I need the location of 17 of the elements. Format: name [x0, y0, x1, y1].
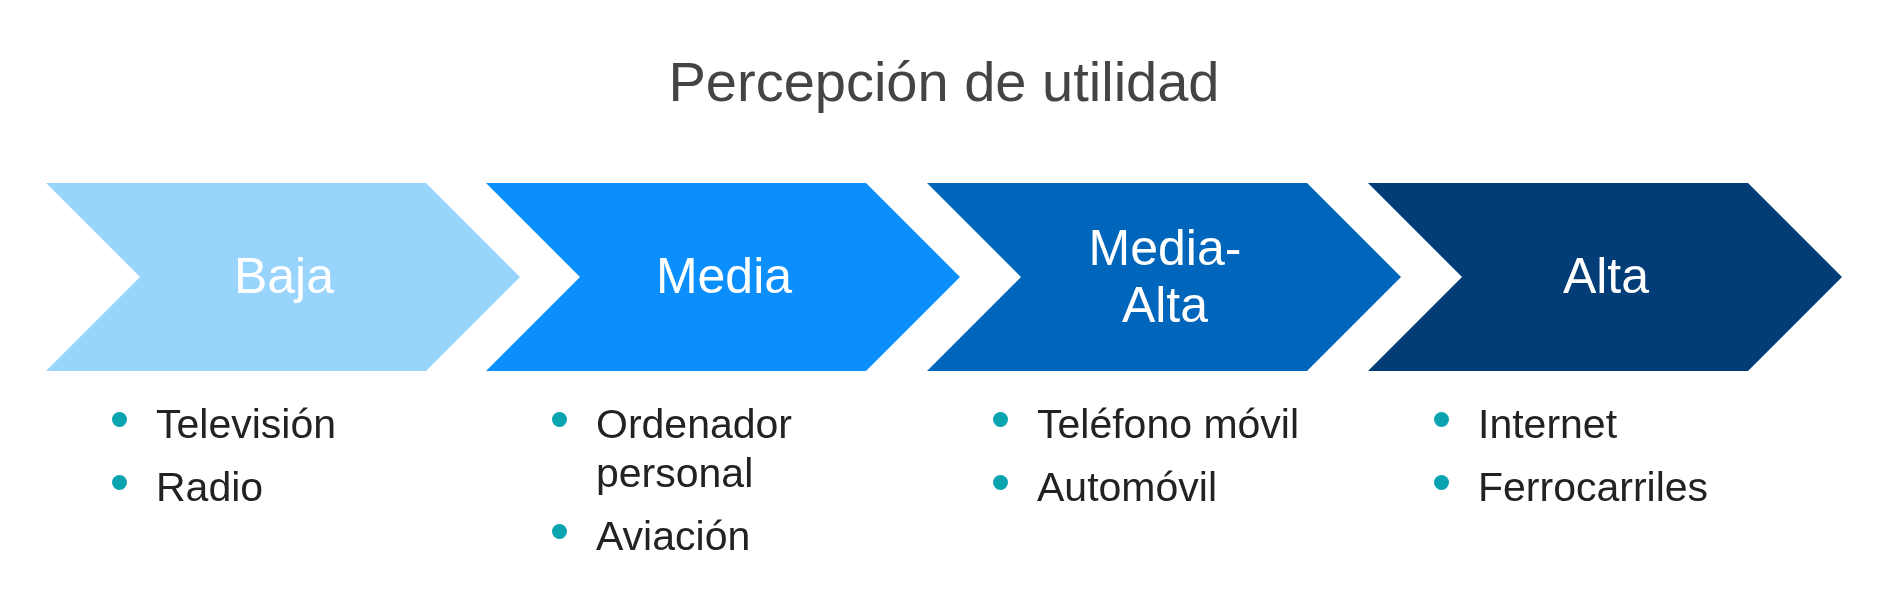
chevron-step: [927, 183, 1401, 371]
chevron-step: [46, 183, 520, 371]
list-item-text: Televisión: [156, 400, 337, 449]
step-label: Alta: [1562, 248, 1650, 306]
step-label: Baja: [233, 248, 335, 306]
list-item-text: Teléfono móvil: [1037, 400, 1300, 449]
list-item-text: Aviación: [596, 512, 751, 561]
list-item-text: Automóvil: [1037, 463, 1217, 512]
list-item-text: Internet: [1478, 400, 1618, 449]
list-item-text: Ferrocarriles: [1478, 463, 1709, 512]
list-item-text: Radio: [156, 463, 264, 512]
chevron-step: [1368, 183, 1842, 371]
step-label: Media-Alta: [1087, 219, 1243, 335]
diagram-title: Percepción de utilidad: [668, 49, 1220, 115]
chevron-step: [486, 183, 960, 371]
list-item-text: Ordenador personal: [596, 400, 793, 498]
step-label: Media: [655, 248, 793, 306]
